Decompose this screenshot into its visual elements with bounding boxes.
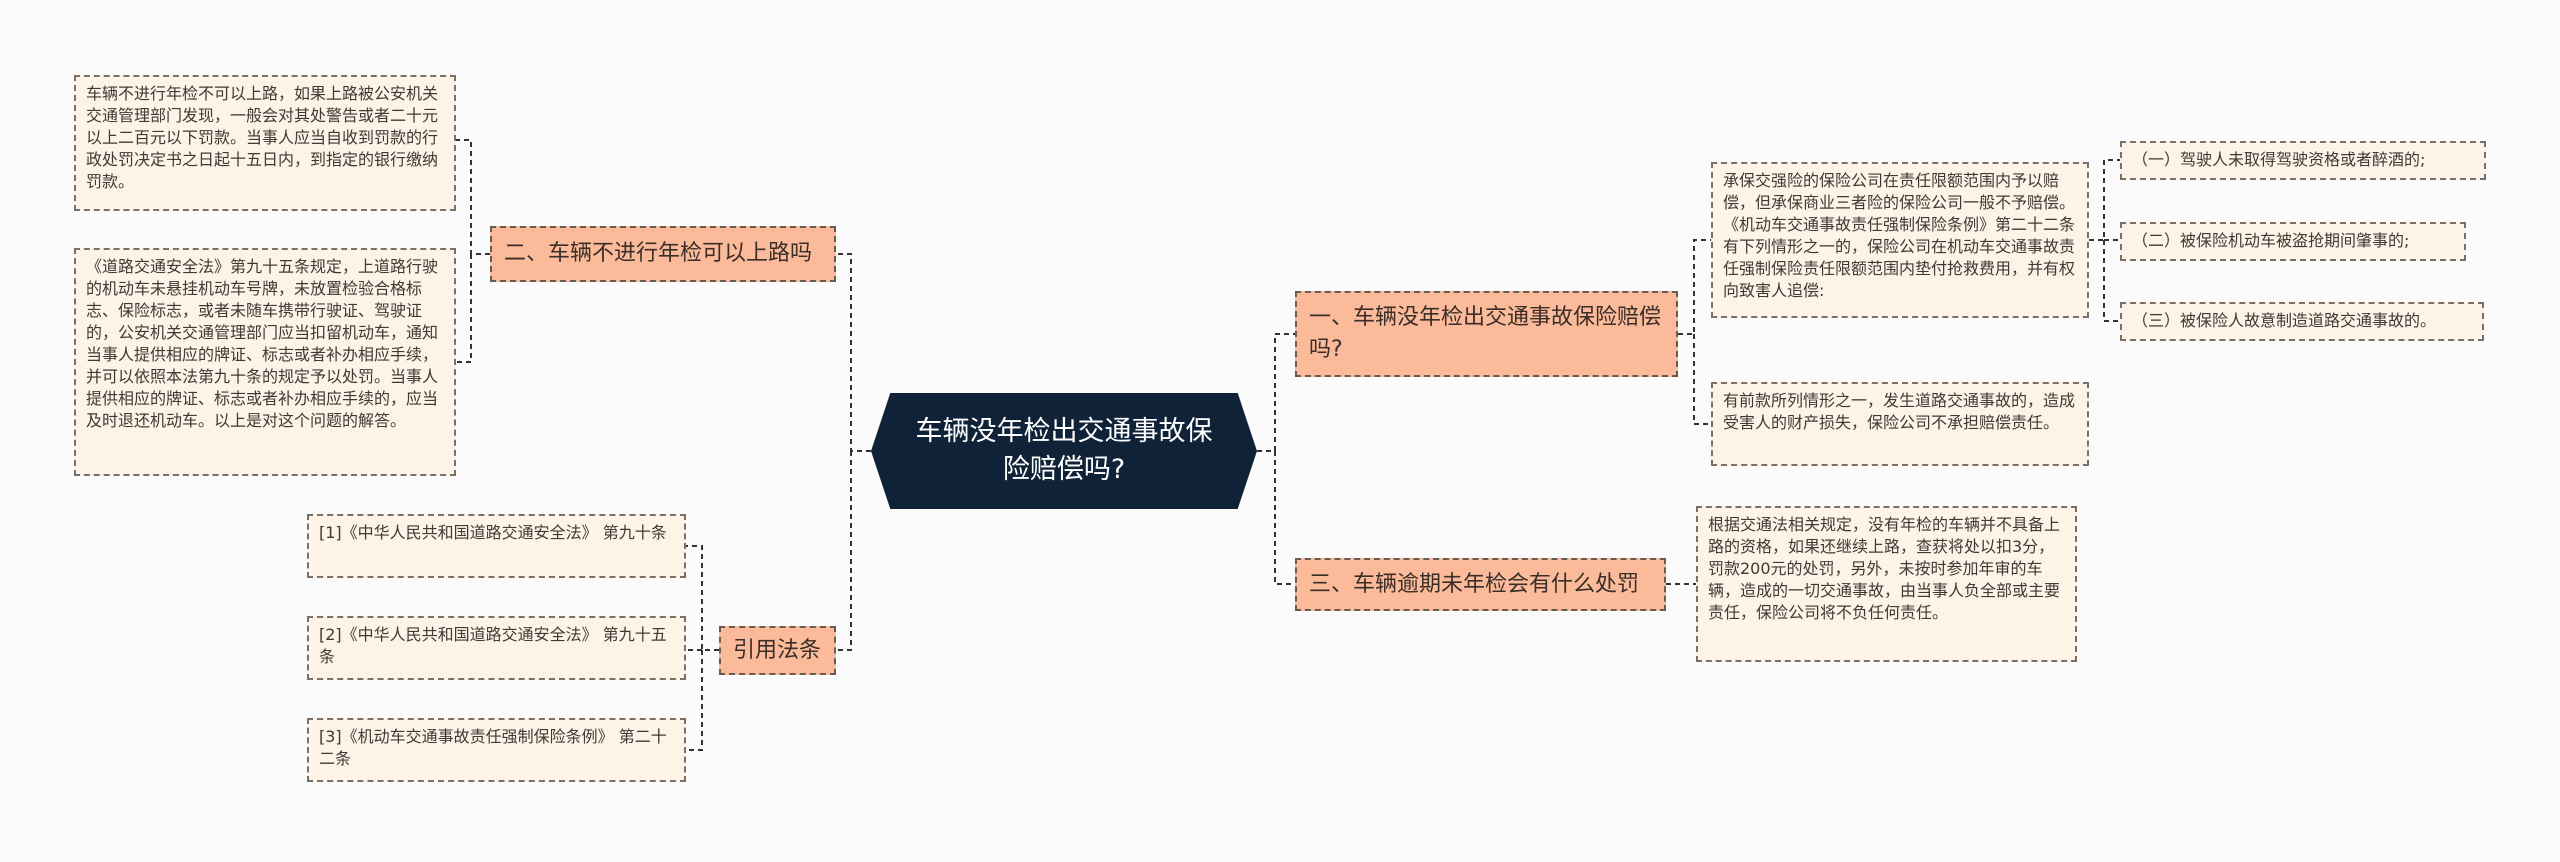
branch-insurance-claim[interactable]: 一、车辆没年检出交通事故保险赔偿吗? <box>1295 291 1678 377</box>
leaf-reference-3[interactable]: [3]《机动车交通事故责任强制保险条例》 第二十二条 <box>307 718 686 782</box>
central-topic-title: 车辆没年检出交通事故保险赔偿吗? <box>915 416 1213 485</box>
leaf-overdue-penalty-text: 根据交通法相关规定，没有年检的车辆并不具备上路的资格，如果还继续上路，查获将处以… <box>1708 515 2061 622</box>
leaf-road-penalty-text: 车辆不进行年检不可以上路，如果上路被公安机关交通管理部门发现，一般会对其处警告或… <box>86 84 439 191</box>
connector-center-to-branch2 <box>836 253 871 452</box>
leaf-overdue-penalty-detail[interactable]: 根据交通法相关规定，没有年检的车辆并不具备上路的资格，如果还继续上路，查获将处以… <box>1696 506 2077 662</box>
connector-branch2-to-law <box>456 254 472 363</box>
leaf-reference-1[interactable]: [1]《中华人民共和国道路交通安全法》 第九十条 <box>307 514 686 578</box>
leaf-reference-2[interactable]: [2]《中华人民共和国道路交通安全法》 第九十五条 <box>307 616 686 680</box>
leaf-reference-3-text: [3]《机动车交通事故责任强制保险条例》 第二十二条 <box>319 727 667 768</box>
connector-detail-to-cases <box>2089 159 2120 322</box>
connector-branch1-to-exclusion <box>1693 334 1711 425</box>
leaf-reference-2-text: [2]《中华人民共和国道路交通安全法》 第九十五条 <box>319 625 667 666</box>
connector-center-to-branch4 <box>836 451 852 651</box>
leaf-insurance-detail-text: 承保交强险的保险公司在责任限额范围内予以赔偿，但承保商业三者险的保险公司一般不予… <box>1723 171 2076 300</box>
leaf-case-stolen-vehicle[interactable]: （二）被保险机动车被盗抢期间肇事的; <box>2120 222 2466 261</box>
leaf-insurance-exclusion[interactable]: 有前款所列情形之一，发生道路交通事故的，造成受害人的财产损失，保险公司不承担赔偿… <box>1711 382 2089 466</box>
leaf-insurance-detail[interactable]: 承保交强险的保险公司在责任限额范围内予以赔偿，但承保商业三者险的保险公司一般不予… <box>1711 162 2089 318</box>
leaf-case-intentional-accident[interactable]: （三）被保险人故意制造道路交通事故的。 <box>2120 302 2484 341</box>
branch-insurance-claim-label: 一、车辆没年检出交通事故保险赔偿吗? <box>1309 305 1662 362</box>
leaf-case3-text: （三）被保险人故意制造道路交通事故的。 <box>2132 311 2437 330</box>
leaf-road-law-text: 《道路交通安全法》第九十五条规定，上道路行驶的机动车未悬挂机动车号牌，未放置检验… <box>86 257 439 430</box>
connector-branch4-to-refs <box>686 545 719 751</box>
branch-cited-laws[interactable]: 引用法条 <box>719 626 836 675</box>
branch-overdue-penalty[interactable]: 三、车辆逾期未年检会有什么处罚 <box>1295 558 1666 611</box>
branch-road-use-label: 二、车辆不进行年检可以上路吗 <box>504 241 813 266</box>
branch-road-use-without-inspection[interactable]: 二、车辆不进行年检可以上路吗 <box>490 226 836 282</box>
central-topic[interactable]: 车辆没年检出交通事故保险赔偿吗? <box>871 393 1257 509</box>
branch-overdue-penalty-label: 三、车辆逾期未年检会有什么处罚 <box>1309 571 1640 597</box>
leaf-insurance-exclusion-text: 有前款所列情形之一，发生道路交通事故的，造成受害人的财产损失，保险公司不承担赔偿… <box>1723 391 2076 432</box>
connector-center-to-branch3 <box>1274 451 1295 585</box>
leaf-case1-text: （一）驾驶人未取得驾驶资格或者醉酒的; <box>2132 150 2426 169</box>
leaf-case2-text: （二）被保险机动车被盗抢期间肇事的; <box>2132 231 2410 250</box>
leaf-road-law-article[interactable]: 《道路交通安全法》第九十五条规定，上道路行驶的机动车未悬挂机动车号牌，未放置检验… <box>74 248 456 476</box>
leaf-reference-1-text: [1]《中华人民共和国道路交通安全法》 第九十条 <box>319 523 667 542</box>
connector-branch2-to-penalty <box>456 139 490 255</box>
connector-center-to-branch1 <box>1257 333 1295 452</box>
branch-cited-laws-label: 引用法条 <box>733 637 822 663</box>
leaf-road-penalty[interactable]: 车辆不进行年检不可以上路，如果上路被公安机关交通管理部门发现，一般会对其处警告或… <box>74 75 456 211</box>
connector-branch1-to-detail <box>1678 239 1711 335</box>
leaf-case-unqualified-driver[interactable]: （一）驾驶人未取得驾驶资格或者醉酒的; <box>2120 141 2486 180</box>
